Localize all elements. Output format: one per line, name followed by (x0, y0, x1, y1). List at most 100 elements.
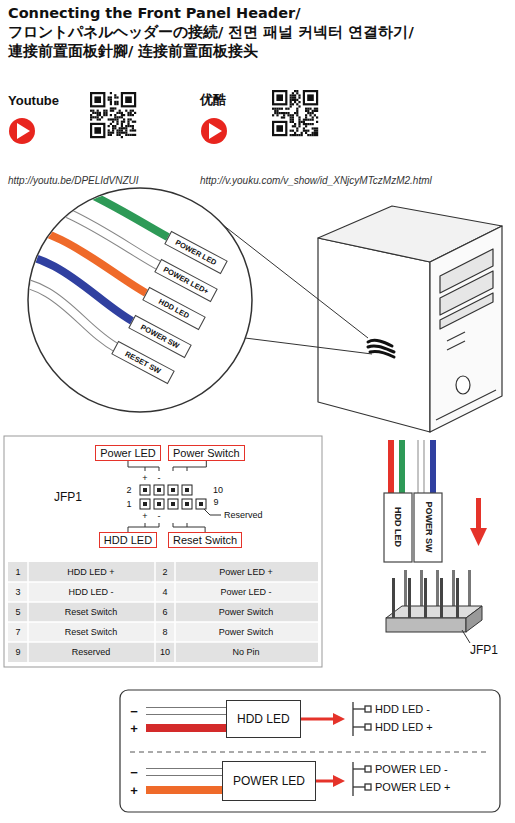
pin-group-label: HDD LED (99, 532, 157, 548)
pc-case (456, 376, 470, 394)
node-text: RESET SW (124, 349, 163, 375)
qr-code (132, 114, 134, 116)
qr-code (90, 123, 105, 138)
cable-wire (0, 196, 161, 267)
qr-code (312, 112, 314, 114)
qr-code (130, 125, 132, 127)
node-text: POWER LED (233, 774, 305, 788)
table-cell: 1 (15, 567, 20, 577)
qr-code (108, 118, 110, 120)
qr-code (114, 125, 116, 127)
table-cell: 3 (15, 587, 20, 597)
qr-code (305, 108, 307, 110)
qr-code (97, 118, 99, 120)
pin-symbol (365, 706, 371, 712)
pin-symbol (365, 766, 371, 772)
qr-code (127, 118, 129, 120)
qr-code (110, 114, 112, 116)
qr-code (94, 96, 101, 103)
qr-code (114, 103, 116, 105)
qr-code (276, 112, 278, 114)
qr-code (276, 114, 278, 116)
qr-code (316, 121, 318, 123)
pin-note: Reserved (224, 510, 263, 520)
node-text: POWER LED (174, 237, 218, 266)
pin-number: 9 (213, 497, 218, 507)
qr-code (307, 94, 314, 101)
qr-code (316, 130, 318, 132)
qr-code (114, 118, 116, 120)
qr-code (305, 116, 307, 118)
pc-case (447, 341, 465, 350)
table-cell: 7 (15, 627, 20, 637)
qr-code (314, 110, 316, 112)
qr-code (125, 110, 127, 112)
qr-code (116, 129, 118, 131)
qr-code (305, 119, 307, 121)
plug-housing (384, 493, 442, 562)
qr-code (281, 108, 283, 110)
plug-housing (384, 493, 412, 562)
qr-code (127, 125, 129, 127)
qr-code (305, 114, 307, 116)
qr-code (112, 125, 114, 127)
header-pins: POWER LED -POWER LED + (345, 760, 451, 796)
qr-code (123, 132, 125, 134)
qr-code (121, 132, 123, 134)
plug-housing (414, 493, 442, 562)
qr-code (132, 129, 134, 131)
qr-code (290, 94, 292, 96)
table-cell: 4 (162, 587, 167, 597)
qr-code (112, 132, 114, 134)
pc-case (436, 390, 496, 420)
qr-code (296, 110, 298, 112)
qr-code (287, 108, 289, 110)
qr-code (312, 119, 314, 121)
qr-code (121, 136, 123, 138)
qr-code (119, 134, 121, 136)
node-text: POWER LED + (375, 778, 451, 796)
table-cell: Reserved (72, 647, 111, 657)
table-cell: HDD LED + (67, 567, 114, 577)
qr-code (134, 129, 136, 131)
qr-code (112, 107, 114, 109)
pin-bracket (128, 523, 159, 532)
qr-code (290, 99, 292, 101)
qr-code (290, 134, 292, 136)
site-name: Youtube (8, 93, 59, 108)
led-wire (146, 768, 224, 776)
table-cell: Reset Switch (65, 607, 118, 617)
qr-code (296, 92, 298, 94)
qr-code (296, 134, 298, 136)
qr-code (294, 125, 296, 127)
qr-code (301, 132, 303, 134)
qr-code (298, 134, 300, 136)
qr-code (290, 105, 292, 107)
qr-code (90, 116, 92, 118)
qr-code (123, 121, 125, 123)
connector-wires (391, 440, 433, 493)
qr-code (279, 112, 281, 114)
qr-code (305, 130, 307, 132)
qr-code (298, 119, 300, 121)
table-cell: 6 (162, 607, 167, 617)
qr-code (121, 121, 123, 123)
qr-code (292, 94, 294, 96)
qr-code (103, 110, 105, 112)
qr-code (303, 130, 305, 132)
qr-code (294, 112, 296, 114)
qr-code (292, 114, 294, 116)
qr-code (298, 97, 300, 99)
qr-code (292, 130, 294, 132)
qr-code (298, 94, 300, 96)
qr-code (296, 108, 298, 110)
qr-code (290, 101, 292, 103)
qr-code (274, 123, 285, 134)
table-cell: Power Switch (219, 607, 274, 617)
pc-case (440, 293, 493, 329)
node-text: Reset Switch (173, 534, 237, 546)
pin-bracket (173, 523, 205, 532)
node-text: POWER LED+ (162, 264, 210, 295)
qr-code (314, 130, 316, 132)
qr-code (116, 116, 118, 118)
